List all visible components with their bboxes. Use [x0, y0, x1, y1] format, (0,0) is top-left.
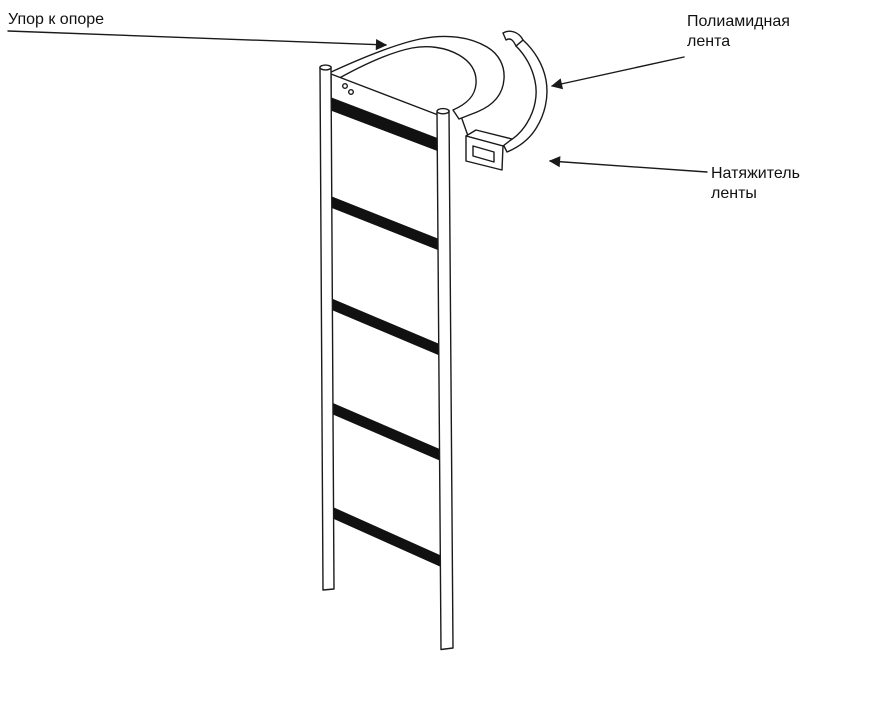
support-callout-arrow [7, 30, 388, 51]
strap-hook-end [502, 30, 524, 47]
plate-hole [342, 82, 349, 89]
tensioner-callout-arrow [548, 156, 708, 173]
tensioner-label-line2: ленты [711, 185, 757, 202]
tensioner-label: Натяжитель ленты [711, 164, 800, 204]
strap-label-line2: лента [687, 33, 731, 50]
callout-arrows [7, 30, 708, 173]
support-label: Упор к опоре [8, 11, 105, 28]
ladder-rung-5 [329, 505, 447, 570]
tensioner-link-line [461, 118, 469, 137]
ladder-rung-3 [329, 297, 447, 359]
plate-hole [348, 88, 355, 95]
right-rail-cap [436, 107, 450, 115]
right-rail [436, 109, 454, 651]
ladder-rung-2 [329, 195, 447, 254]
support-bracket-hoop [328, 35, 505, 120]
ladder-rung-4 [329, 401, 447, 464]
polyamide-strap [502, 39, 548, 153]
strap-callout-arrow [550, 56, 685, 90]
strap-label-line1: Полиамидная [687, 13, 790, 30]
tensioner-label-line1: Натяжитель [711, 165, 800, 182]
tensioner-slot [472, 145, 495, 163]
left-rail [319, 66, 335, 591]
strap-label: Полиамидная лента [687, 12, 790, 52]
left-rail-cap [319, 64, 332, 71]
